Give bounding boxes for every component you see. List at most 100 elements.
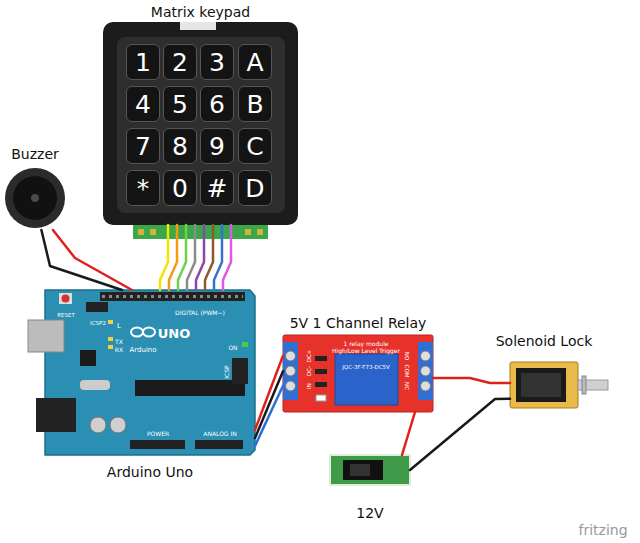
dc-jack (350, 464, 370, 476)
keypad-key: 4 (126, 86, 160, 122)
wire (187, 225, 195, 290)
wire (196, 225, 204, 290)
keypad-connector (133, 225, 268, 239)
part-label: 12V (356, 505, 383, 522)
keypad-key: B (238, 86, 272, 122)
usb-port (28, 320, 64, 352)
wire (223, 225, 231, 290)
capacitor (90, 417, 106, 433)
label-box: L (117, 315, 121, 331)
wire (169, 225, 177, 290)
arduino-board (28, 290, 255, 455)
label-box: Arduino (129, 339, 156, 355)
keypad-key: 9 (200, 128, 234, 164)
arduino-logo (143, 328, 155, 337)
led (316, 395, 326, 401)
key-label: 7 (135, 134, 151, 159)
key-label: 9 (209, 134, 225, 159)
terminal-block (283, 342, 298, 400)
solenoid-lock: Solenoid Lock (510, 362, 578, 408)
wire (255, 371, 283, 438)
label-box: fritzing (578, 522, 627, 538)
board-label: COM (404, 365, 410, 378)
label-box: COM (402, 365, 418, 378)
icsp-header (232, 358, 248, 384)
icsp-header (86, 302, 108, 312)
wire (214, 225, 222, 290)
board-label: ICSP (224, 365, 230, 378)
solenoid-frame (510, 362, 578, 408)
usb-chip (80, 350, 96, 366)
power-jack (36, 398, 76, 432)
terminal-screw (421, 381, 431, 391)
label-box: UNO (158, 325, 191, 341)
terminal-screw (421, 366, 431, 376)
board-label: UNO (158, 327, 191, 340)
key-label: 0 (172, 176, 188, 201)
terminal-screw (286, 381, 296, 391)
key-label: C (246, 134, 263, 159)
resistor (315, 369, 327, 374)
buzzer: Buzzer (3, 166, 67, 230)
label-box: DC- (298, 366, 314, 376)
part-label: Matrix keypad (151, 4, 250, 21)
keypad-connector (133, 225, 268, 239)
label-box: ICSP2 (90, 312, 106, 328)
led (108, 320, 113, 324)
keypad-key: A (238, 44, 272, 80)
keypad-key: 5 (163, 86, 197, 122)
relay-board (283, 335, 433, 412)
connector-pin (150, 229, 156, 235)
power-supply: 12V (330, 455, 410, 485)
keypad-key: 0 (163, 170, 197, 206)
keypad-key: 2 (163, 44, 197, 80)
reset-button (62, 295, 70, 303)
label-box: DIGITAL (PWM~) (175, 302, 225, 318)
terminal-screw (421, 351, 431, 361)
buzzer-hole (31, 194, 39, 202)
keypad-key: 3 (200, 44, 234, 80)
label-box: POWER (147, 423, 169, 439)
board-label: NC (404, 382, 410, 390)
wire (410, 399, 510, 470)
board-label: ANALOG IN (203, 431, 236, 437)
keypad: Matrix keypad123A456B789C*0#D (103, 22, 298, 225)
wire (160, 225, 168, 290)
board-label: ON (228, 345, 237, 351)
buzzer-face (13, 176, 57, 220)
power-supply (330, 455, 410, 485)
keypad-key: 1 (126, 44, 160, 80)
crystal (80, 380, 110, 390)
keypad-key: # (200, 170, 234, 206)
label-box: IN (298, 383, 314, 389)
board-label: High/Low Level Trigger (332, 348, 400, 354)
keypad-key: 8 (163, 128, 197, 164)
solenoid-coil (521, 373, 561, 397)
terminal-screw (286, 351, 296, 361)
keypad-body (103, 22, 298, 225)
label-box: RESET (57, 304, 75, 320)
board-label: DIGITAL (PWM~) (175, 310, 225, 316)
board-label: POWER (147, 431, 169, 437)
buzzer-body (5, 168, 65, 228)
connector-pin (138, 229, 144, 235)
keypad-key: * (126, 170, 160, 206)
board-label: Arduino (129, 347, 156, 354)
key-label: 1 (135, 50, 151, 75)
label-box: 1 relay module (343, 333, 388, 349)
digital-header (100, 292, 245, 301)
label-box: RX (115, 339, 123, 355)
key-label: 3 (209, 50, 225, 75)
part-label: Buzzer (11, 146, 59, 163)
terminal-block (418, 342, 433, 400)
connector-pin (245, 229, 251, 235)
led (108, 337, 113, 341)
board-label: L (117, 323, 121, 330)
watermark: fritzing (578, 523, 627, 537)
power-header (130, 440, 185, 449)
arduino-board (45, 290, 255, 455)
analog-header (195, 440, 243, 449)
board-label: RX (115, 347, 123, 353)
power-board (330, 455, 410, 485)
